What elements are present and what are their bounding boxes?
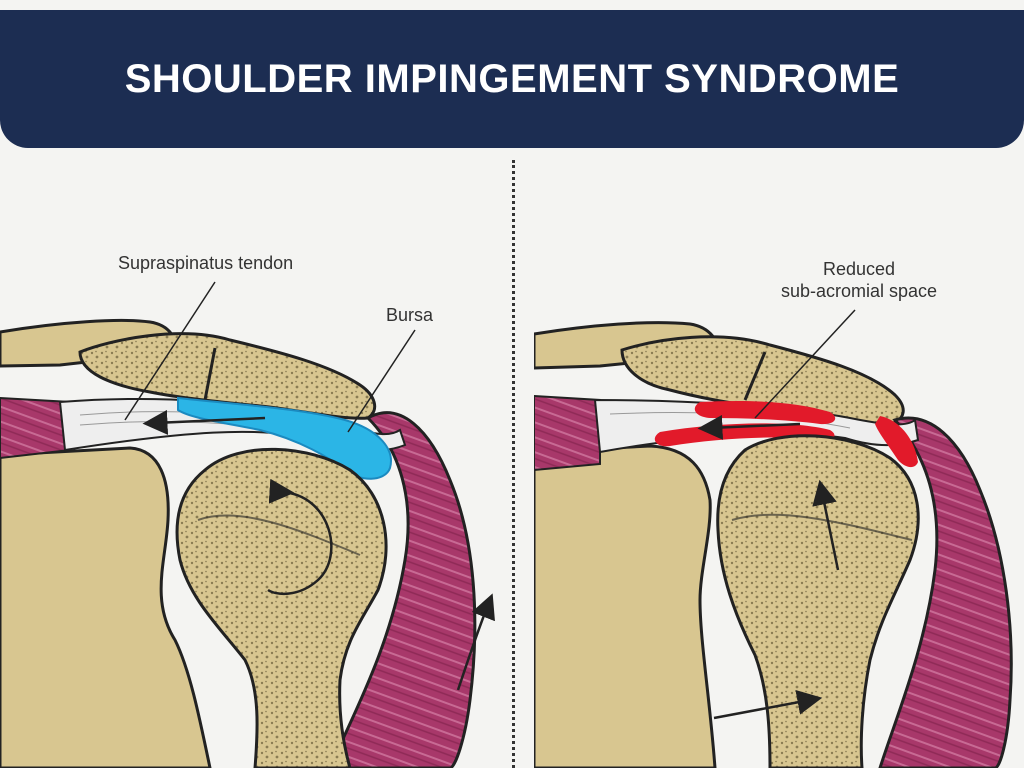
bursa-pointer (347, 329, 416, 433)
impinged-shoulder-illustration (534, 309, 1013, 768)
deltoid-muscle (328, 411, 477, 768)
movement-arrow (456, 593, 495, 691)
rotation-arrow (267, 478, 333, 596)
supraspinatus-muscle (534, 394, 601, 472)
label-reduced-line1: Reduced (822, 259, 896, 279)
impinged-shoulder-panel: Reduced sub-acromial space (534, 148, 1024, 768)
page-title: SHOULDER IMPINGEMENT SYNDROME (124, 56, 900, 101)
label-reduced-line2: sub-acromial space (780, 281, 938, 301)
reduced-space-pointer (754, 309, 856, 419)
label-bursa: Bursa (386, 305, 434, 325)
deltoid-muscle (878, 416, 1013, 768)
label-supraspinatus-tendon: Supraspinatus tendon (118, 253, 294, 273)
tendon-arrow (142, 409, 266, 435)
label-reduced-space: Reduced sub-acromial space (744, 258, 974, 302)
normal-shoulder-illustration (0, 281, 495, 768)
push-arrow (713, 690, 823, 720)
tendon-arrow (697, 414, 801, 440)
humerus (716, 434, 920, 768)
scapula (534, 444, 717, 768)
inflamed-area-upper (694, 401, 836, 425)
tendon-pointer (124, 281, 216, 421)
title-banner: SHOULDER IMPINGEMENT SYNDROME (0, 10, 1024, 148)
humerus (175, 447, 388, 768)
supraspinatus-muscle (0, 396, 71, 460)
normal-shoulder-panel: Supraspinatus tendon Bursa (0, 148, 508, 768)
bursa (177, 396, 392, 480)
panel-divider (512, 160, 515, 768)
scapula (0, 446, 212, 768)
upward-arrow (812, 479, 840, 571)
inflamed-area-side (875, 416, 918, 468)
